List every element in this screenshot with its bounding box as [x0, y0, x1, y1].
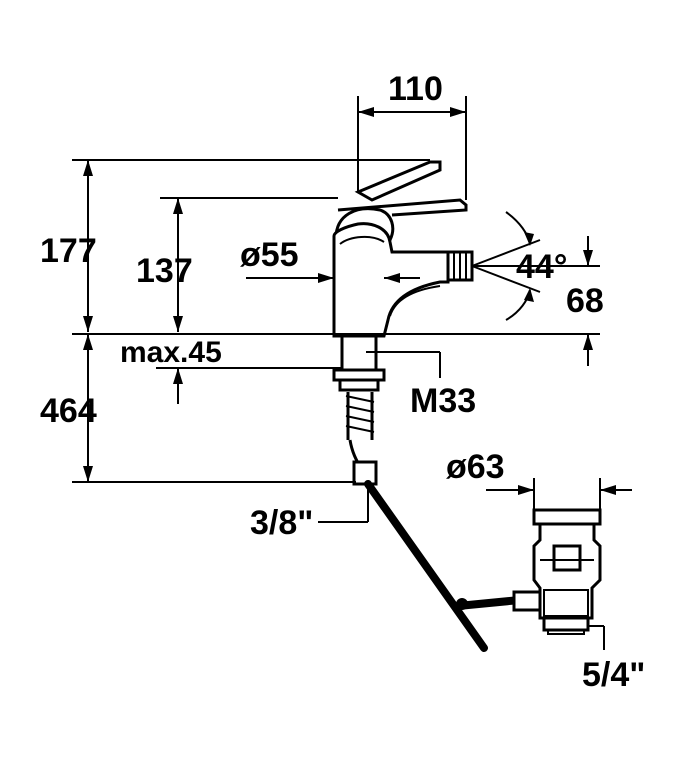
- dim-spray-angle: 44°: [516, 248, 567, 286]
- dim-outlet-height: 68: [566, 282, 604, 320]
- dimension-lines: [72, 96, 632, 650]
- dim-width-top: 110: [388, 70, 443, 108]
- dim-body-diameter: ø55: [240, 236, 299, 274]
- dim-hose-length: 464: [40, 392, 97, 430]
- shank-and-thread: [332, 334, 386, 486]
- dim-supply-connection: 3/8": [250, 504, 313, 542]
- pop-up-rod: [364, 480, 524, 652]
- dim-height-total: 177: [40, 232, 97, 270]
- dim-deck-thickness: max.45: [120, 336, 222, 369]
- dim-waste-diameter: ø63: [446, 448, 505, 486]
- dim-waste-outlet: 5/4": [582, 656, 645, 694]
- dim-thread-size: M33: [410, 382, 476, 420]
- faucet-body: [332, 160, 474, 338]
- dimension-labels: 110 177 137 ø55 44° 68 max.45 M33 464 3/…: [40, 70, 645, 694]
- waste-fitting: [512, 508, 602, 635]
- dim-height-spout: 137: [136, 252, 193, 290]
